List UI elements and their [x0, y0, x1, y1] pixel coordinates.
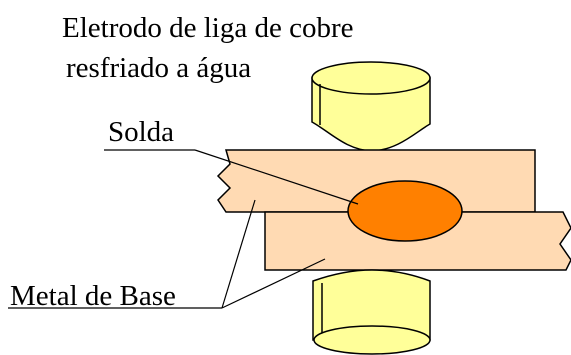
electrode-label-line2: resfriado a água	[66, 52, 252, 84]
base-leader-upper-sheet	[221, 199, 256, 309]
lower-electrode	[312, 269, 431, 355]
weld-label: Solda	[108, 116, 175, 148]
weld-nugget	[347, 180, 463, 242]
upper-electrode	[311, 61, 431, 152]
lower-electrode-body	[312, 269, 431, 341]
base-leader-lower-sheet	[221, 258, 326, 309]
base-metal-label: Metal de Base	[10, 280, 176, 312]
weld-leader-line	[194, 149, 359, 205]
upper-electrode-top	[311, 61, 431, 95]
electrode-label-line1: Eletrodo de liga de cobre	[62, 12, 354, 44]
lower-electrode-bottom	[313, 325, 431, 355]
